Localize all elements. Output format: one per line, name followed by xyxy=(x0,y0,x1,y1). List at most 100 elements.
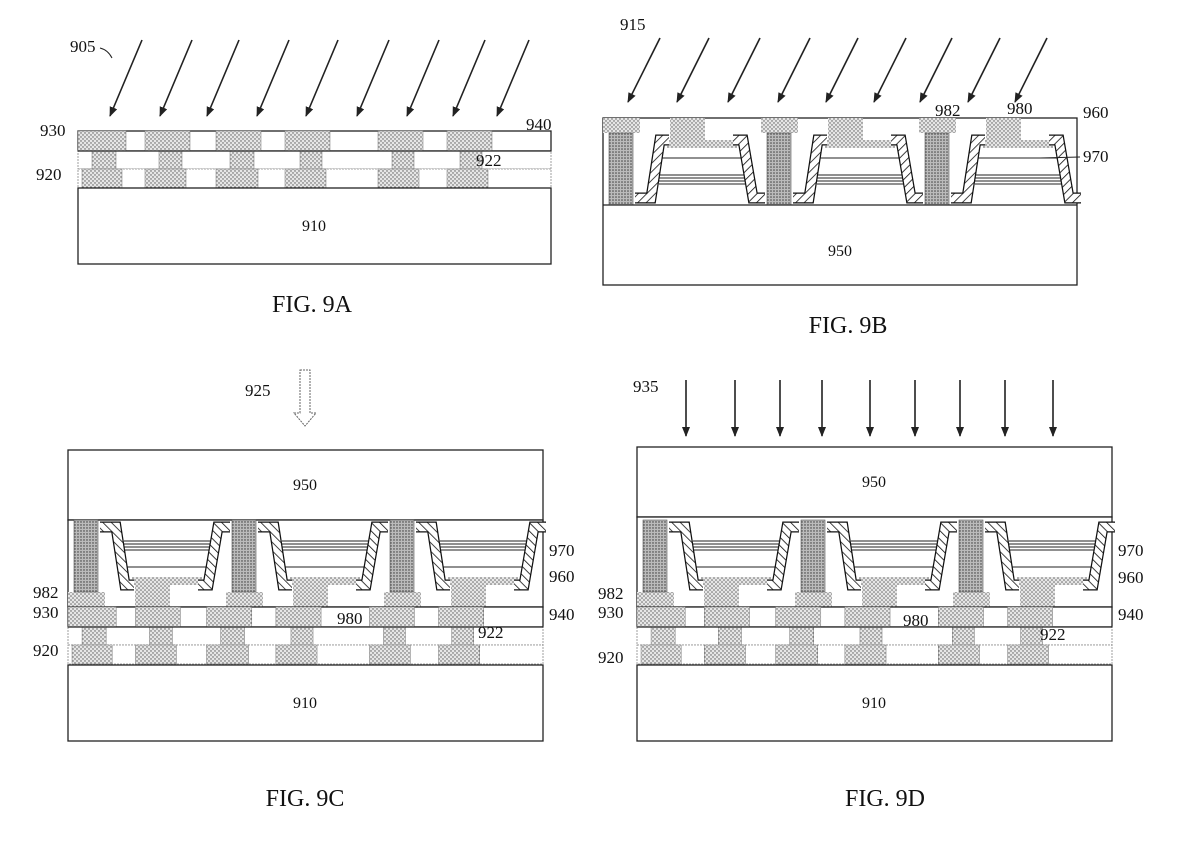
bonding-pad xyxy=(446,130,493,152)
ref-label-960: 960 xyxy=(1083,103,1109,122)
ref-label-980: 980 xyxy=(903,611,929,630)
arrow xyxy=(406,39,440,117)
emitter-structure xyxy=(603,118,1081,206)
leader-line xyxy=(1039,156,1081,159)
arrow xyxy=(452,39,486,117)
electrode-layer xyxy=(983,140,1053,148)
contact-pad-980 xyxy=(1020,583,1055,607)
ref-label-970: 970 xyxy=(549,541,575,560)
emitter-cell xyxy=(761,118,923,206)
ref-label-935: 935 xyxy=(633,377,659,396)
passivation-layer-970 xyxy=(258,522,292,590)
top-substrate-label: 950 xyxy=(293,477,317,494)
arrow xyxy=(967,37,1001,103)
substrate-label: 910 xyxy=(862,695,886,712)
ref-label-940: 940 xyxy=(1118,605,1144,624)
bonding-pad xyxy=(135,644,177,665)
electrode-layer xyxy=(859,577,929,585)
ref-label-970: 970 xyxy=(1118,541,1144,560)
passivation-layer-970 xyxy=(891,135,923,203)
arrow xyxy=(496,39,530,117)
contact-pad-982 xyxy=(603,118,640,133)
emitter-cell xyxy=(226,519,388,607)
contact-pad-980 xyxy=(293,583,328,607)
ref-label-920: 920 xyxy=(36,165,62,184)
ref-label-920: 920 xyxy=(598,648,624,667)
bonding-pad xyxy=(938,644,980,665)
passivation-layer-970 xyxy=(416,522,450,590)
passivation-layer-970 xyxy=(925,522,957,590)
passivation-layer-970 xyxy=(356,522,388,590)
electrode-layer xyxy=(667,140,737,148)
arrow xyxy=(206,39,240,117)
substrate-label: 910 xyxy=(293,695,317,712)
arrow xyxy=(825,37,859,103)
passivation-layer-970 xyxy=(635,135,669,203)
bonding-pad xyxy=(275,606,322,628)
contact-pad-980 xyxy=(451,583,486,607)
bonding-pad xyxy=(206,606,253,628)
ref-label-925: 925 xyxy=(245,381,271,400)
contact-pad-982 xyxy=(761,118,798,133)
figure-caption: FIG. 9B xyxy=(809,313,888,339)
bonding-pad xyxy=(144,130,191,152)
ref-label-970: 970 xyxy=(1083,147,1109,166)
via-pillar xyxy=(924,132,950,206)
arrow xyxy=(627,37,661,103)
substrate-910 xyxy=(67,664,544,742)
ref-label-960: 960 xyxy=(549,567,575,586)
ref-label-960: 960 xyxy=(1118,568,1144,587)
bonding-pad xyxy=(789,626,814,646)
passivation-layer-970 xyxy=(100,522,134,590)
ref-label-915: 915 xyxy=(620,15,646,34)
substrate-label: 910 xyxy=(302,218,326,235)
arrow xyxy=(305,39,339,117)
bonding-pad xyxy=(67,606,117,628)
bonding-pad xyxy=(81,168,123,189)
ref-label-982: 982 xyxy=(935,101,961,120)
substrate-label: 950 xyxy=(828,243,852,260)
bonding-pad xyxy=(446,168,489,189)
contact-pad-980 xyxy=(986,118,1021,142)
passivation-layer-970 xyxy=(985,522,1019,590)
contact-pad-982 xyxy=(919,118,956,133)
bonding-pad xyxy=(1007,606,1054,628)
figure-9a: 910 905 930 920 940 922 FIG. 9A xyxy=(36,37,552,318)
passivation-layer-970 xyxy=(198,522,230,590)
ref-label-982: 982 xyxy=(598,584,624,603)
bonding-pad xyxy=(158,150,183,170)
via-pillar xyxy=(231,519,257,593)
bonding-pad xyxy=(377,130,424,152)
bonding-pad xyxy=(775,606,822,628)
bonding-pad xyxy=(775,644,819,665)
via-pillar xyxy=(642,519,668,593)
figure-9c: 925 950 910 970 960 982 930 940 980 920 … xyxy=(33,369,575,812)
bonding-pad xyxy=(77,130,127,152)
contact-pad-982 xyxy=(953,592,990,607)
via-pillar xyxy=(73,519,99,593)
bonding-pad xyxy=(299,150,323,170)
irradiation-arrows-905 xyxy=(109,39,530,117)
bonding-pad xyxy=(1007,644,1049,665)
arrow xyxy=(727,37,761,103)
ref-label-980: 980 xyxy=(337,609,363,628)
bonding-layer-stack xyxy=(67,606,544,665)
contact-pad-980 xyxy=(670,118,705,142)
contact-pad-980 xyxy=(704,583,739,607)
bonding-direction-arrow-925 xyxy=(292,369,318,427)
contact-pad-980 xyxy=(135,583,170,607)
bonding-layer-stack xyxy=(77,130,552,189)
ref-label-940: 940 xyxy=(526,115,552,134)
arrow xyxy=(1014,37,1048,103)
bonding-pad xyxy=(859,626,883,646)
ref-label-930: 930 xyxy=(598,603,624,622)
contact-pad-982 xyxy=(637,592,674,607)
emitter-cell xyxy=(637,519,799,607)
bonding-pad xyxy=(844,606,891,628)
arrow xyxy=(873,37,907,103)
via-pillar xyxy=(389,519,415,593)
via-pillar xyxy=(800,519,826,593)
contact-pad-982 xyxy=(384,592,421,607)
emitter-structure xyxy=(637,519,1115,607)
